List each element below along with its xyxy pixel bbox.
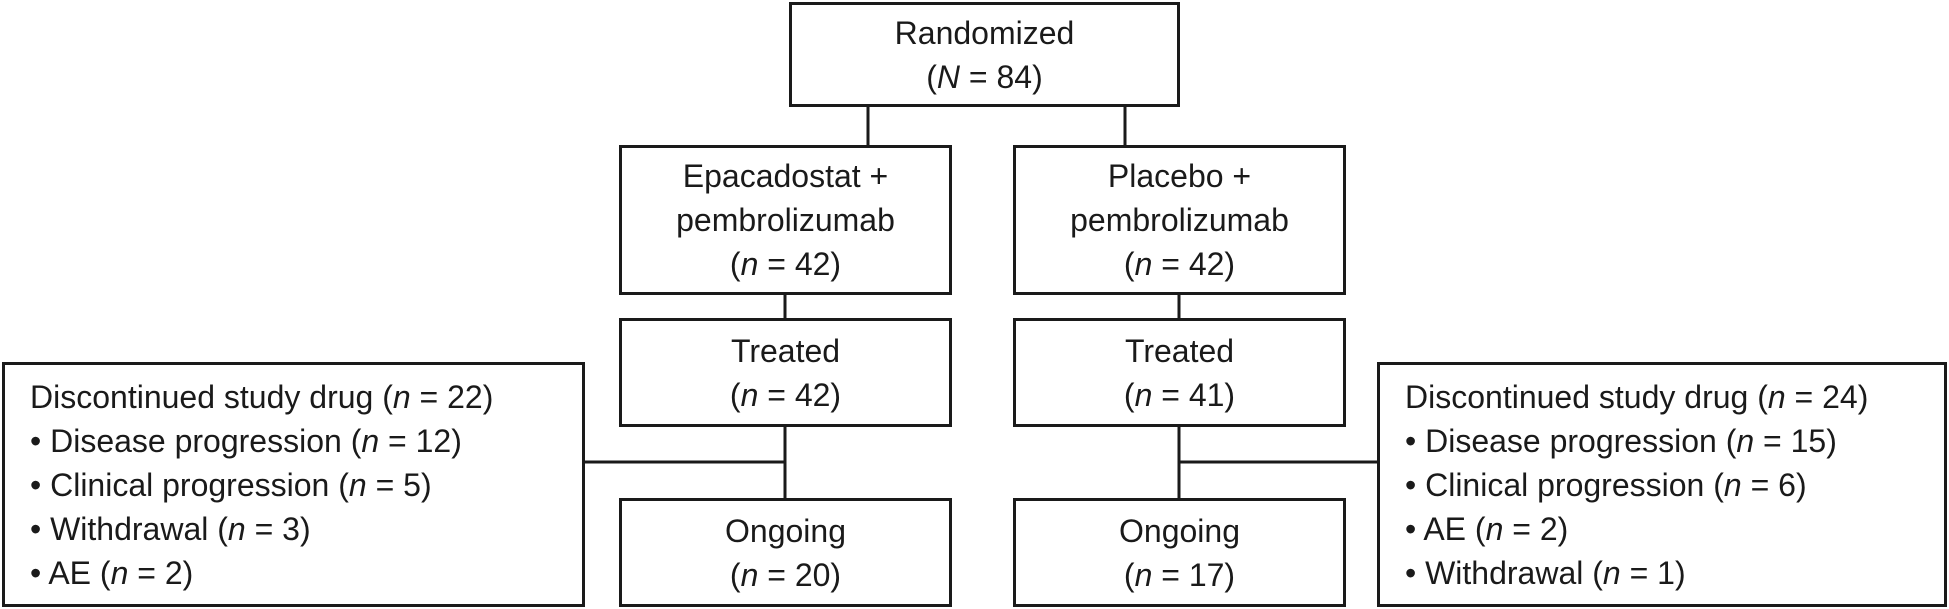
discontinued-heading: Discontinued study drug (n = 24) xyxy=(1405,378,1869,415)
arm-count: (n = 42) xyxy=(729,246,842,282)
ongoing-placebo-box: Ongoing (n = 17) xyxy=(1013,498,1346,607)
discontinued-reason: • Disease progression (n = 12) xyxy=(30,422,462,459)
arm-name-line1: Placebo + xyxy=(1107,158,1252,194)
discontinued-reason: • AE (n = 2) xyxy=(30,554,194,591)
treated-count: (n = 42) xyxy=(729,376,842,413)
treated-placebo-box: Treated (n = 41) xyxy=(1013,318,1346,427)
discontinued-reason: • Disease progression (n = 15) xyxy=(1405,422,1837,459)
ongoing-label: Ongoing xyxy=(1119,512,1240,549)
randomized-title: Randomized xyxy=(894,14,1075,51)
arm-placebo-box: Placebo + pembrolizumab (n = 42) xyxy=(1013,145,1346,295)
randomized-box: Randomized (N = 84) xyxy=(789,2,1180,107)
arm-name-line2: pembrolizumab xyxy=(1070,202,1289,238)
randomized-count: (N = 84) xyxy=(926,58,1043,95)
discontinued-reason: • Clinical progression (n = 5) xyxy=(30,466,432,503)
ongoing-label: Ongoing xyxy=(725,512,846,549)
treated-count: (n = 41) xyxy=(1123,376,1236,413)
discontinued-heading: Discontinued study drug (n = 22) xyxy=(30,378,494,415)
discontinued-epacadostat-box: Discontinued study drug (n = 22) • Disea… xyxy=(2,362,585,607)
ongoing-count: (n = 20) xyxy=(729,556,842,593)
arm-name-line2: pembrolizumab xyxy=(676,202,895,238)
treated-epacadostat-box: Treated (n = 42) xyxy=(619,318,952,427)
ongoing-count: (n = 17) xyxy=(1123,556,1236,593)
discontinued-placebo-box: Discontinued study drug (n = 24) • Disea… xyxy=(1377,362,1947,607)
arm-epacadostat-box: Epacadostat + pembrolizumab (n = 42) xyxy=(619,145,952,295)
discontinued-reason: • AE (n = 2) xyxy=(1405,510,1569,547)
treated-label: Treated xyxy=(1124,332,1235,369)
treated-label: Treated xyxy=(730,332,841,369)
discontinued-reason: • Withdrawal (n = 3) xyxy=(30,510,311,547)
ongoing-epacadostat-box: Ongoing (n = 20) xyxy=(619,498,952,607)
arm-name-line1: Epacadostat + xyxy=(682,158,889,194)
discontinued-reason: • Withdrawal (n = 1) xyxy=(1405,554,1686,591)
arm-count: (n = 42) xyxy=(1123,246,1236,282)
discontinued-reason: • Clinical progression (n = 6) xyxy=(1405,466,1807,503)
